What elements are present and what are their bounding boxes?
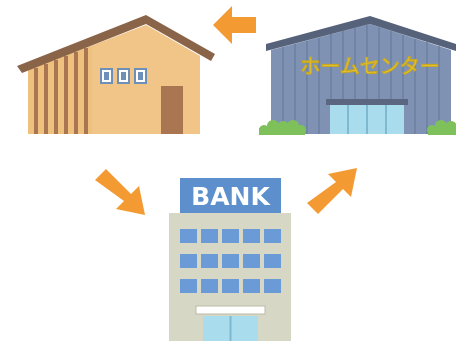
house bbox=[17, 15, 215, 134]
bank-sign: BANK bbox=[191, 182, 271, 211]
home-center: ホームセンター bbox=[259, 16, 456, 135]
arrow-down-right-icon bbox=[95, 169, 145, 215]
home-center-roof bbox=[266, 16, 456, 51]
house-roof bbox=[17, 15, 215, 73]
bank-canopy bbox=[195, 305, 266, 315]
home-center-wall bbox=[271, 24, 451, 134]
bush-right bbox=[427, 120, 456, 135]
house-door bbox=[161, 86, 183, 134]
home-center-sign: ホームセンター bbox=[300, 54, 439, 78]
bank-entrance bbox=[203, 316, 258, 341]
arrow-left-icon bbox=[213, 6, 256, 44]
bank: BANK bbox=[169, 178, 291, 341]
home-center-canopy bbox=[326, 99, 408, 105]
house-windows bbox=[100, 68, 147, 84]
bank-windows bbox=[180, 229, 281, 293]
home-center-entrance bbox=[330, 105, 404, 134]
arrow-up-right-icon bbox=[307, 168, 357, 214]
bank-sign-board bbox=[180, 178, 281, 213]
bush-left bbox=[259, 120, 306, 135]
house-siding bbox=[34, 48, 88, 134]
